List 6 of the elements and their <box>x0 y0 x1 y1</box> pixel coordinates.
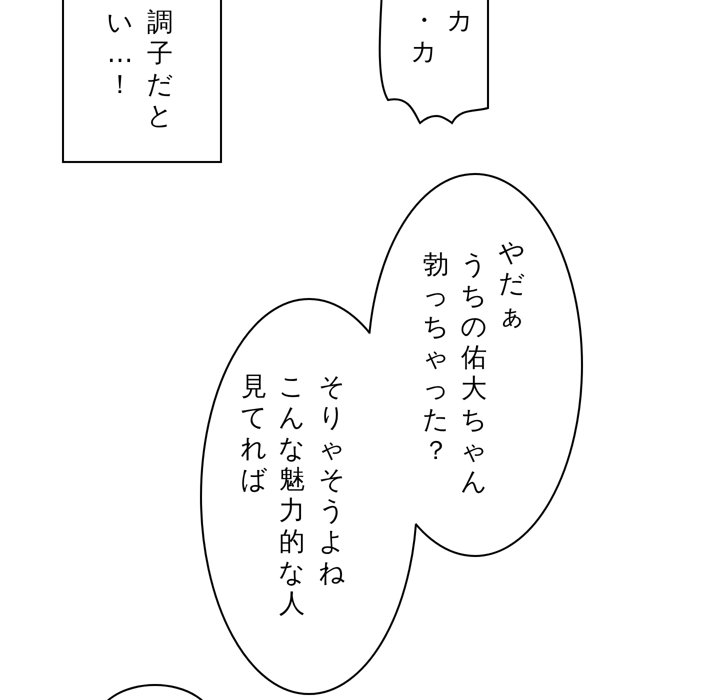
shout-bubble <box>380 0 490 125</box>
speech-text: そりゃそうよねこんな魅力的な人見てれば <box>240 372 346 620</box>
speech-bubble <box>367 173 583 557</box>
speech-text: カ・カ <box>410 6 474 68</box>
speech-text: 調子だとい…！ <box>106 8 174 132</box>
caption-box <box>62 0 222 163</box>
